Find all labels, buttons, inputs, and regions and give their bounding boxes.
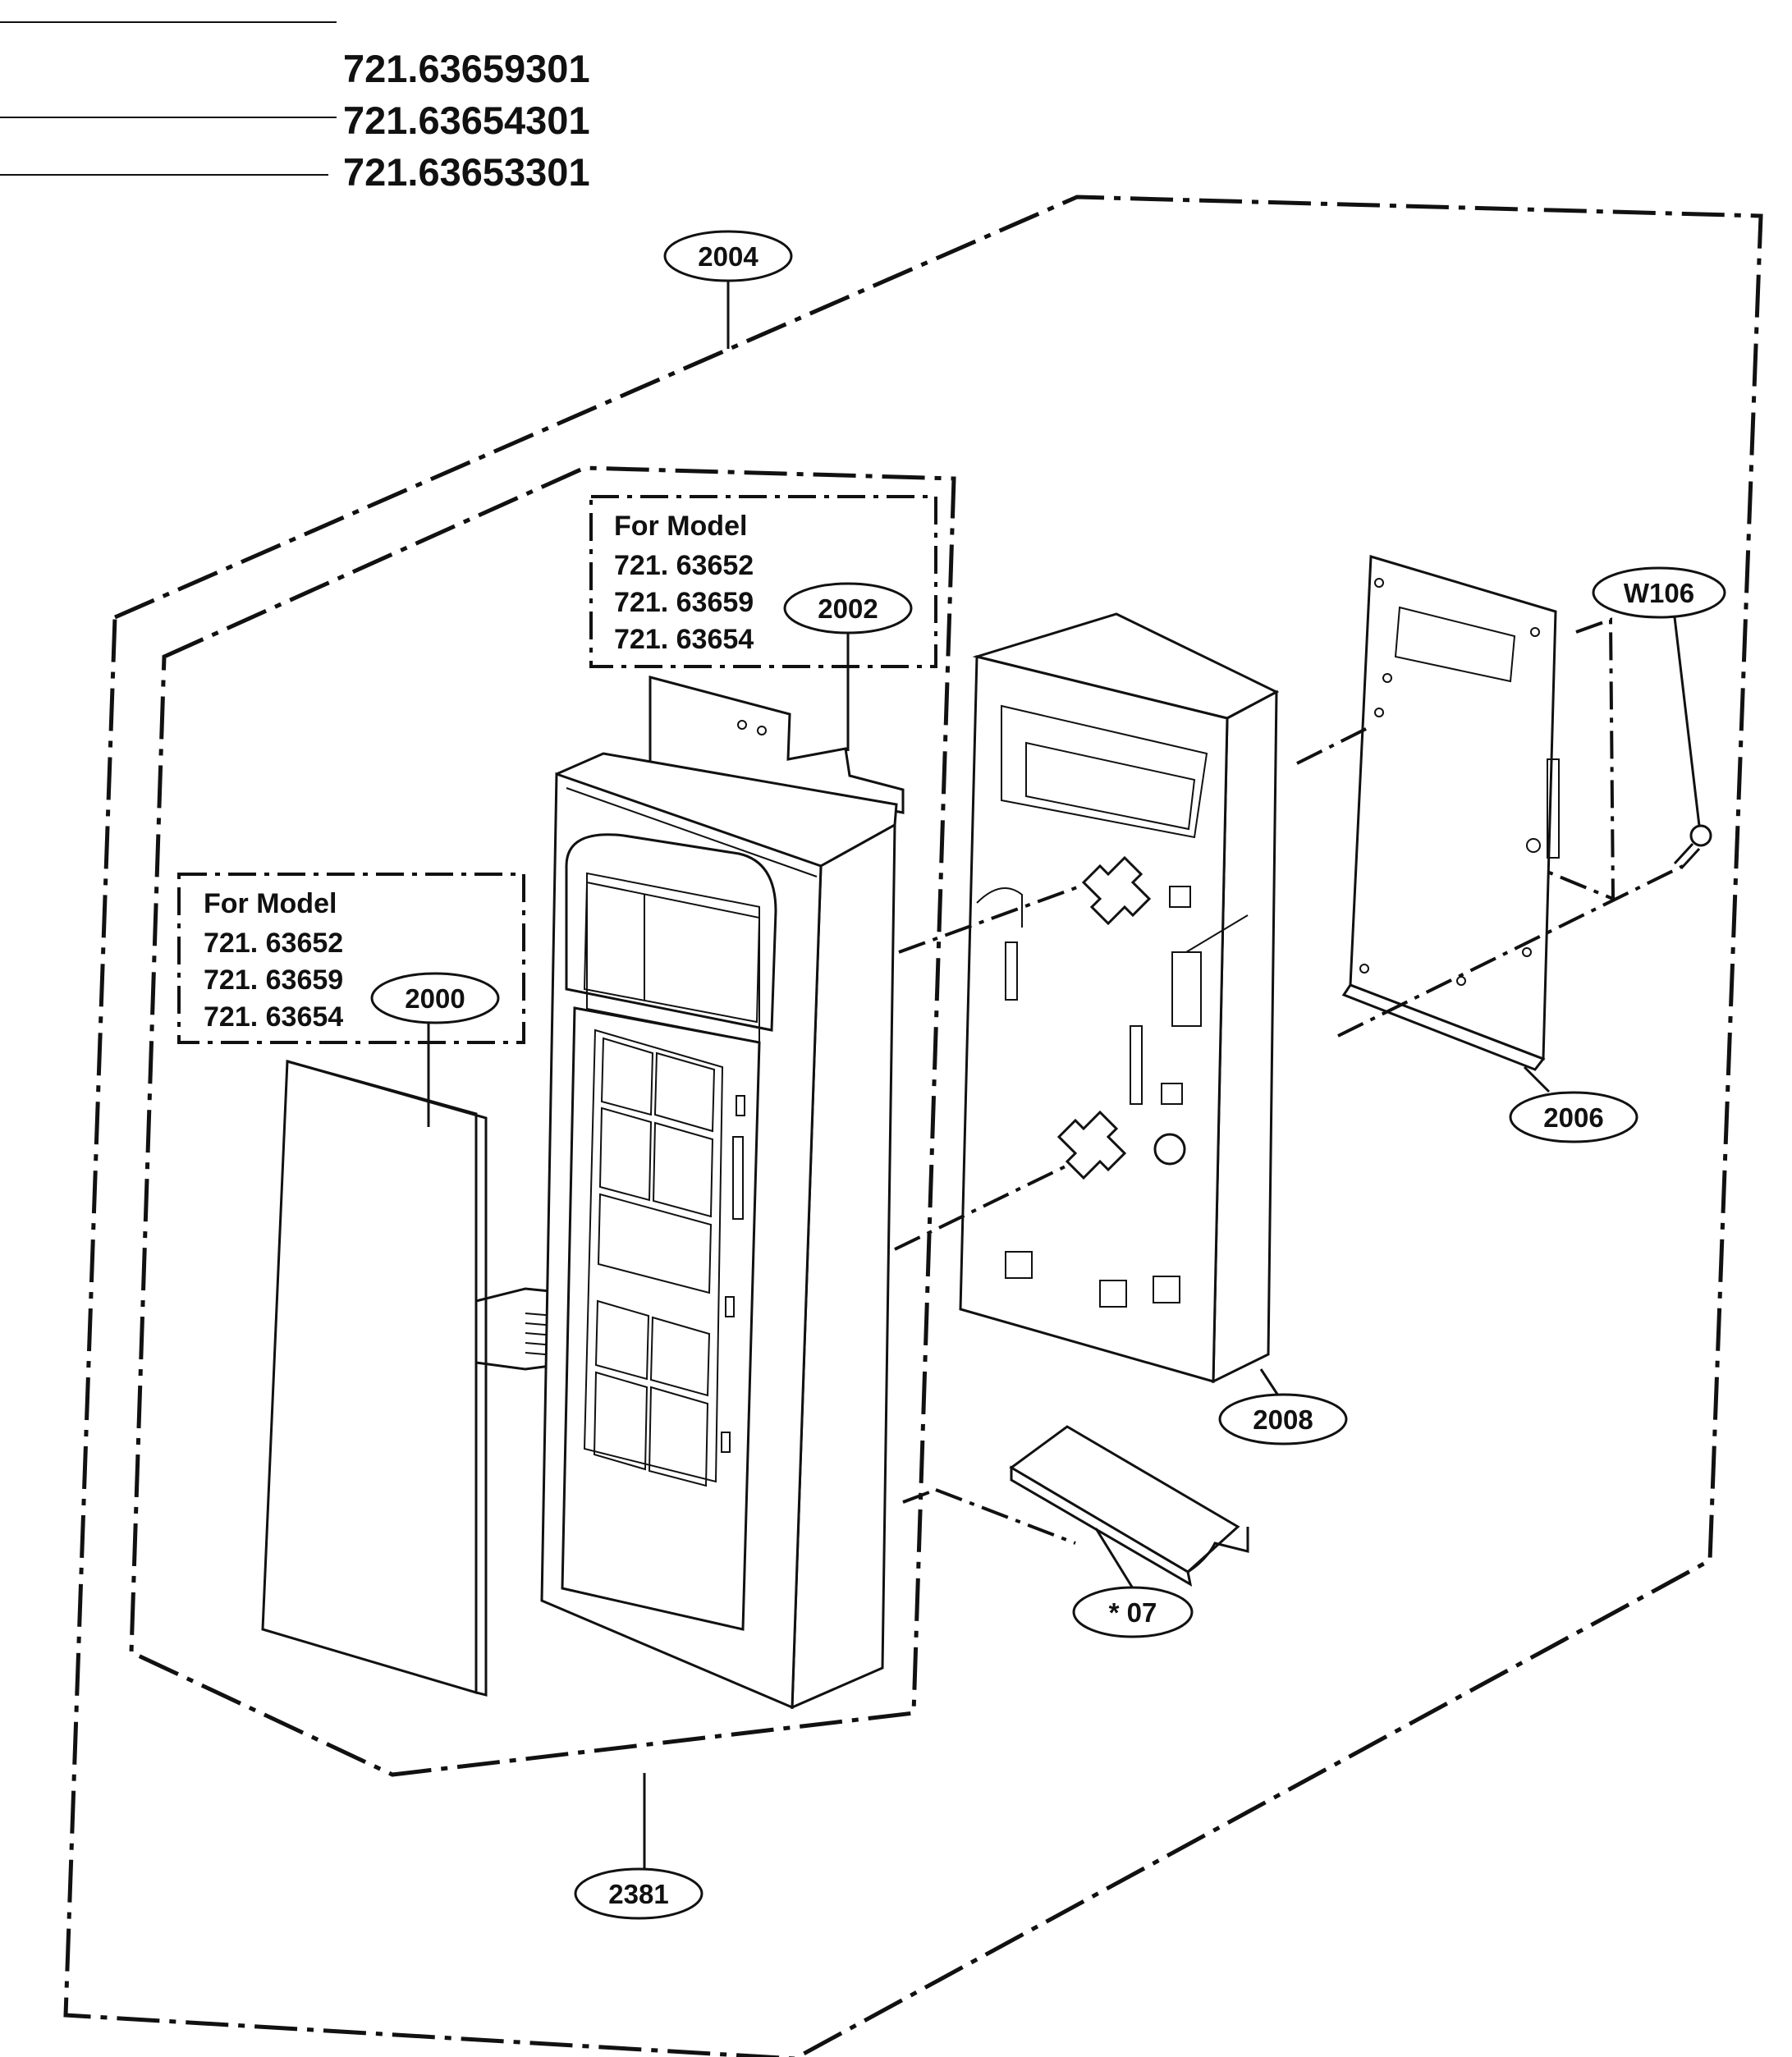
note-upper-model-1: 721. 63652 [614, 550, 754, 581]
callout-07: * 07 [1072, 1586, 1194, 1638]
callout-w106: W106 [1592, 566, 1726, 619]
callout-2381: 2381 [574, 1867, 704, 1920]
svg-text:2000: 2000 [405, 983, 465, 1014]
callout-2002: 2002 [783, 582, 913, 635]
svg-text:2008: 2008 [1253, 1404, 1313, 1435]
note-lower-title: For Model [204, 888, 337, 919]
note-lower-model-1: 721. 63652 [204, 928, 343, 959]
svg-text:2381: 2381 [608, 1879, 668, 1909]
header-rules [0, 21, 337, 176]
note-lower-model-2: 721. 63659 [204, 964, 343, 996]
model-number-3: 721.63653301 [343, 150, 590, 194]
mounting-clip [1009, 1425, 1249, 1587]
svg-text:2004: 2004 [698, 241, 759, 272]
screw-w106 [1673, 824, 1712, 870]
callout-2006: 2006 [1509, 1091, 1638, 1143]
note-lower-model-3: 721. 63654 [204, 1001, 343, 1033]
leader-lines [427, 281, 1701, 1876]
model-number-1: 721.63659301 [343, 47, 590, 90]
control-circuit-board [1341, 555, 1560, 1071]
note-upper-model-2: 721. 63659 [614, 587, 754, 618]
control-panel-frame [959, 612, 1280, 1384]
control-panel-housing [540, 676, 905, 1710]
callout-2000: 2000 [370, 972, 500, 1024]
model-number-2: 721.63654301 [343, 98, 590, 142]
assembly-boundary-outer [63, 195, 1763, 2057]
model-note-box-upper [589, 495, 937, 668]
note-upper-title: For Model [614, 511, 747, 542]
callout-2008: 2008 [1218, 1393, 1348, 1445]
svg-text:2002: 2002 [818, 593, 878, 624]
svg-text:W106: W106 [1624, 578, 1694, 608]
assembly-centerlines [894, 617, 1684, 1545]
note-upper-model-3: 721. 63654 [614, 624, 754, 655]
model-note-box-lower [177, 873, 525, 1044]
svg-text:* 07: * 07 [1109, 1597, 1157, 1628]
svg-text:2006: 2006 [1543, 1102, 1603, 1133]
callout-2004: 2004 [663, 230, 793, 282]
